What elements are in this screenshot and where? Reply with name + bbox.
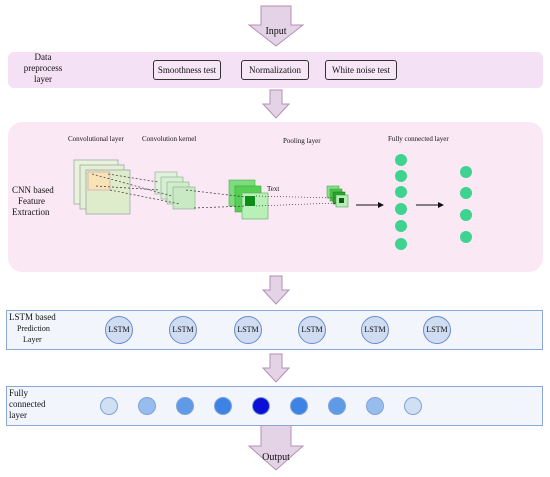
fc-output-node	[404, 397, 422, 415]
fc-node	[395, 238, 407, 250]
fc-node	[395, 170, 407, 182]
output-arrow	[247, 424, 305, 471]
arrow-lstm-to-fc	[261, 353, 291, 383]
lstm-cell: LSTM	[234, 316, 262, 344]
fc-node	[460, 187, 472, 199]
text-label: Text	[267, 185, 280, 193]
input-label: Input	[265, 26, 287, 37]
conv-kernel-label: Convolution kernel	[142, 135, 197, 143]
fc-node	[460, 231, 472, 243]
fc-node	[460, 166, 472, 178]
lstm-cell: LSTM	[298, 316, 326, 344]
fc-output-node	[214, 397, 232, 415]
fc-output-node	[328, 397, 346, 415]
fc-node	[395, 203, 407, 215]
white-noise-test-box: White noise test	[325, 60, 397, 80]
lstm-cell: LSTM	[169, 316, 197, 344]
lstm-cell: LSTM	[361, 316, 389, 344]
lstm-title: LSTM based Prediction Layer	[9, 312, 56, 344]
conv-receptive-field	[87, 171, 111, 191]
fc-output-node	[100, 397, 118, 415]
lstm-cell: LSTM	[105, 316, 133, 344]
fc-node	[395, 154, 407, 166]
fc-output-node	[252, 397, 270, 415]
fc-output-node	[138, 397, 156, 415]
input-arrow	[247, 5, 305, 47]
cnn-title: CNN based Feature Extraction	[12, 185, 54, 217]
smoothness-test-box: Smoothness test	[153, 60, 221, 80]
preprocess-title: Data preprocess layer	[23, 52, 63, 84]
kernel-map	[172, 186, 196, 210]
fully-connected-label: Fully connected layer	[388, 135, 449, 143]
arrow-preprocess-to-cnn	[261, 89, 291, 119]
fc-node	[395, 186, 407, 198]
fc-node	[460, 209, 472, 221]
lstm-cell: LSTM	[423, 316, 451, 344]
normalization-box: Normalization	[241, 60, 309, 80]
pooling-highlight	[339, 198, 344, 203]
output-label: Output	[262, 452, 290, 463]
conv-layer-label: Convolutional layer	[68, 135, 124, 143]
fc-title: Fully connected layer	[9, 388, 46, 420]
fc-output-node	[176, 397, 194, 415]
pooling-layer-label: Pooling layer	[283, 137, 321, 145]
arrow-cnn-to-lstm	[261, 275, 291, 305]
fc-output-node	[290, 397, 308, 415]
fc-node	[395, 220, 407, 232]
activation-highlight	[245, 196, 255, 206]
lstm-panel	[6, 310, 543, 350]
fc-output-node	[366, 397, 384, 415]
fc-panel	[6, 386, 543, 426]
